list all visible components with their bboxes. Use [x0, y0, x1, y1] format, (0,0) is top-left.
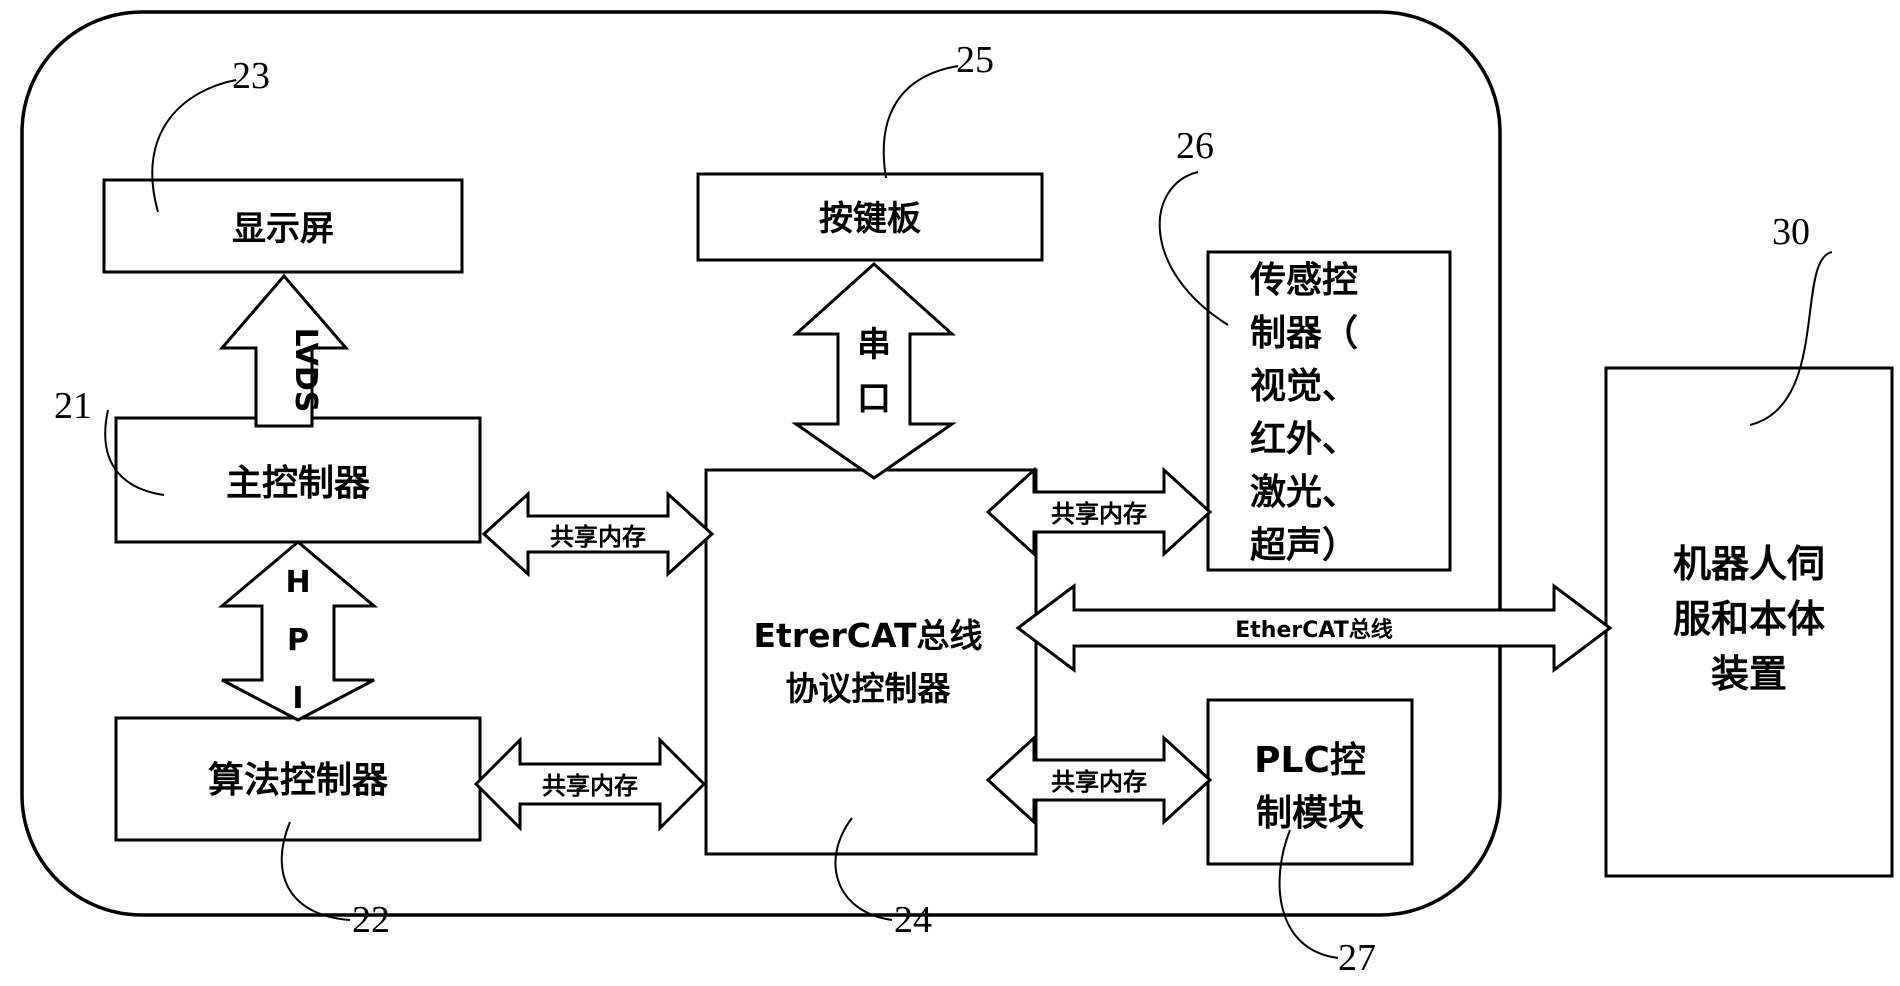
shared-memory-arrow-sensor — [985, 466, 1213, 558]
ref-number-22: 22 — [352, 899, 390, 941]
keypad-block — [696, 172, 1044, 262]
shared-memory-arrow-main — [481, 490, 715, 578]
robot-servo-block — [1604, 366, 1894, 878]
shared-memory-arrow-plc — [985, 734, 1213, 826]
display-label: 显示屏 — [232, 209, 334, 249]
sensor-label-line: 超声） — [1250, 525, 1358, 566]
leader-line-26 — [1158, 171, 1229, 326]
leader-line-27 — [1278, 829, 1339, 959]
hpi-letter: I — [292, 681, 303, 716]
shared-memory-label: 共享内存 — [542, 772, 638, 800]
hpi-letter: P — [287, 623, 309, 658]
ethercat-controller-block — [704, 468, 1038, 856]
robot-label-line2: 服和本体 — [1673, 597, 1825, 641]
serial-label-line: 口 — [857, 379, 891, 419]
leader-line-24 — [834, 817, 893, 921]
leader-line-25 — [882, 65, 959, 179]
plc-module-block — [1206, 698, 1414, 866]
ethercat-controller-label-line1: EtrerCAT总线 — [754, 616, 983, 655]
ethercat-bus-label: EtherCAT总线 — [1235, 617, 1392, 643]
ref-number-26: 26 — [1176, 125, 1214, 167]
sensor-controller-block — [1206, 250, 1452, 572]
leader-line-23 — [151, 79, 237, 213]
sensor-label-line: 视觉、 — [1250, 366, 1358, 407]
serial-arrow — [791, 261, 957, 480]
lvds-label: LVDS — [288, 328, 323, 413]
ethercat-bus-arrow — [1015, 583, 1613, 673]
leader-line-30 — [1749, 251, 1833, 426]
sensor-label-line: 激光、 — [1250, 472, 1358, 513]
hpi-letter: H — [285, 565, 310, 600]
keypad-label: 按键板 — [819, 199, 921, 239]
main-controller-label: 主控制器 — [226, 463, 371, 504]
ref-number-24: 24 — [894, 899, 932, 941]
serial-label-line: 串 — [857, 325, 891, 365]
controller-enclosure-frame — [20, 10, 1502, 917]
sensor-controller-label: 传感控 制器（ 视觉、 红外、 激光、 超声） — [1249, 260, 1358, 566]
leader-line-22 — [280, 821, 351, 921]
robot-label-line3: 装置 — [1711, 652, 1787, 696]
lvds-arrow — [218, 273, 350, 428]
plc-module-label-line2: 制模块 — [1256, 793, 1364, 834]
plc-module-label-line1: PLC控 — [1254, 740, 1366, 781]
leader-line-21 — [104, 409, 165, 496]
shared-memory-arrow-algorithm — [473, 736, 707, 832]
shared-memory-label: 共享内存 — [1051, 768, 1147, 796]
algorithm-controller-label: 算法控制器 — [208, 760, 389, 801]
hpi-arrow — [217, 540, 379, 722]
ethercat-controller-label-line2: 协议控制器 — [786, 669, 952, 708]
ref-number-23: 23 — [232, 55, 270, 97]
ref-number-27: 27 — [1338, 937, 1376, 979]
sensor-label-line: 制器（ — [1250, 313, 1358, 354]
ref-number-30: 30 — [1772, 211, 1810, 253]
ref-number-21: 21 — [54, 385, 92, 427]
robot-label-line1: 机器人伺 — [1673, 542, 1825, 586]
ref-number-25: 25 — [956, 39, 994, 81]
shared-memory-label: 共享内存 — [1051, 500, 1147, 528]
shared-memory-label: 共享内存 — [550, 523, 646, 551]
sensor-label-line: 红外、 — [1250, 419, 1358, 460]
algorithm-controller-block — [114, 716, 482, 842]
display-block — [102, 178, 464, 274]
sensor-label-line: 传感控 — [1249, 260, 1358, 301]
